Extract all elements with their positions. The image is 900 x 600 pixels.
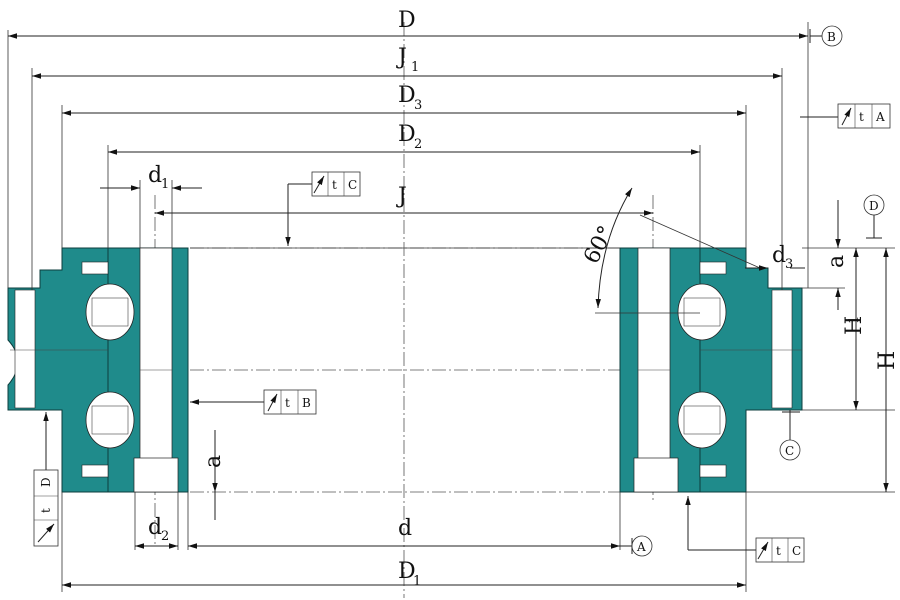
dim-d3-sub: 3 bbox=[785, 257, 793, 272]
tolerance-frame-tC-top: t C bbox=[285, 171, 361, 246]
extension-lines bbox=[7, 22, 895, 592]
dim-D1-sub: 1 bbox=[413, 574, 421, 589]
datum-A: A bbox=[620, 535, 653, 557]
dim-d1-label: d bbox=[148, 163, 162, 188]
dim-a-left-label: a bbox=[201, 455, 226, 468]
dim-D-label: D bbox=[398, 8, 416, 33]
datum-markers: B D C A bbox=[620, 25, 885, 557]
tolerance-frame-tB: t B bbox=[190, 389, 317, 415]
svg-text:t: t bbox=[39, 508, 53, 513]
svg-text:t: t bbox=[332, 178, 337, 192]
svg-text:C: C bbox=[785, 444, 794, 458]
dim-J1-sub: 1 bbox=[411, 60, 419, 75]
svg-text:t: t bbox=[285, 396, 290, 410]
dim-D3-sub: 3 bbox=[414, 98, 422, 113]
dim-J1-label: J bbox=[396, 45, 407, 70]
right-bearing-section bbox=[619, 247, 803, 493]
svg-text:A: A bbox=[875, 110, 885, 124]
dim-a-right-label: a bbox=[824, 255, 849, 268]
dim-D3-label: D bbox=[398, 83, 416, 108]
datum-D: D bbox=[863, 194, 885, 239]
svg-text:D: D bbox=[39, 477, 53, 487]
tolerance-frame-tA: t A bbox=[800, 103, 891, 129]
dim-H-label: H bbox=[875, 351, 900, 370]
dim-d1-sub: 1 bbox=[161, 177, 169, 192]
svg-text:A: A bbox=[636, 540, 646, 554]
svg-text:t: t bbox=[776, 544, 781, 558]
dim-d2-label: d bbox=[148, 515, 162, 540]
datum-C: C bbox=[779, 410, 801, 461]
dimension-labels: D J 1 D 3 D 2 d 1 J 60° d 3 a H 1 H a d … bbox=[148, 8, 900, 589]
svg-text:D: D bbox=[869, 199, 879, 213]
svg-text:C: C bbox=[792, 544, 801, 558]
dim-D2-label: D bbox=[398, 122, 416, 147]
svg-text:B: B bbox=[827, 30, 836, 44]
svg-text:t: t bbox=[859, 110, 864, 124]
datum-B: B bbox=[809, 25, 843, 47]
left-bearing-section bbox=[7, 247, 189, 493]
dim-angle-label: 60° bbox=[579, 222, 619, 268]
dim-D1-label: D bbox=[398, 559, 416, 584]
dim-D2-sub: 2 bbox=[414, 137, 422, 152]
dimension-lines bbox=[8, 33, 889, 588]
dim-H1-label: H bbox=[842, 316, 867, 335]
svg-text:C: C bbox=[348, 178, 357, 192]
center-lines bbox=[154, 22, 654, 598]
dim-d3-label: d bbox=[772, 243, 786, 268]
dim-d-label: d bbox=[398, 516, 412, 541]
dim-d2-sub: 2 bbox=[161, 529, 169, 544]
dim-J-label: J bbox=[396, 184, 407, 209]
dim-H1-sub: 1 bbox=[847, 316, 862, 324]
tolerance-frame-tC-bottom: t C bbox=[685, 496, 805, 563]
tolerance-frame-tD: t D bbox=[33, 412, 59, 547]
svg-text:B: B bbox=[302, 396, 311, 410]
tolerance-frames: t A t C t B t D bbox=[33, 103, 891, 563]
